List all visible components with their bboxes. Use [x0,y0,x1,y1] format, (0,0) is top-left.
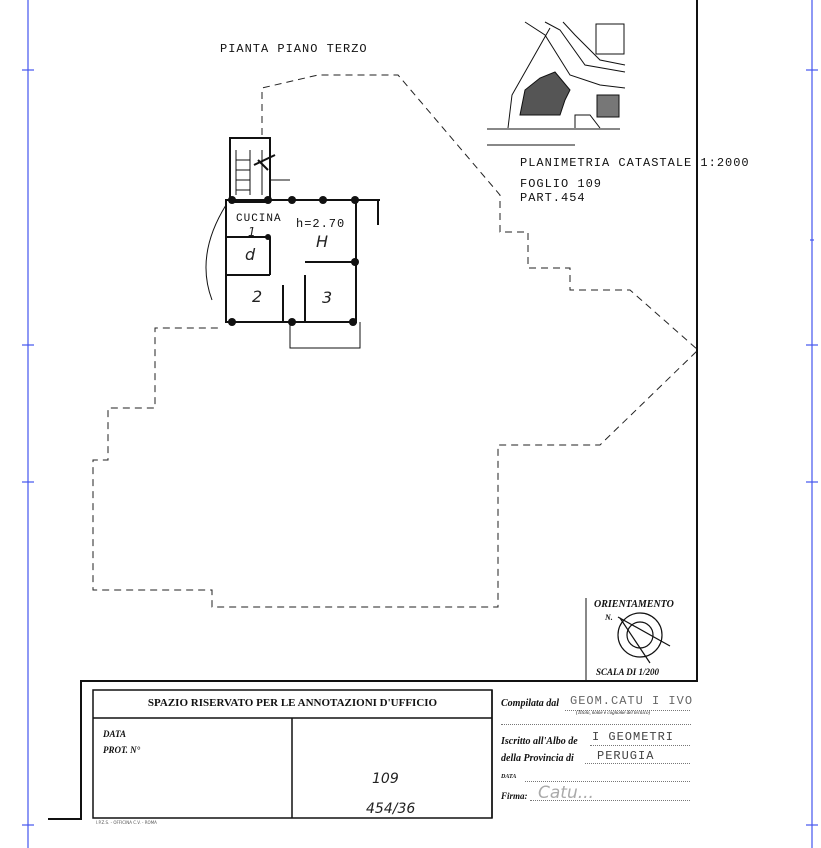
albo-label: Iscritto all'Albo de [501,736,578,747]
office-annotation-box [92,689,493,819]
room-number-3: 3 [322,288,333,307]
cadastral-location-map [487,21,626,146]
apartment-plan [205,137,380,349]
north-label: N. [605,613,613,622]
signature: Catu... [538,783,594,803]
scan-margin-lines [22,0,818,848]
compilata-value: GEOM.CATU I IVO [570,694,694,708]
albo-value: I GEOMETRI [592,730,675,744]
handwritten-particella: 454/36 [366,801,416,817]
compilata-hint: (Titolo, nome e cognome del tecnico) [576,711,651,716]
room-height: h=2.70 [296,217,346,231]
printer-imprint: I.P.Z.S. - OFFICINA C.V. - ROMA [96,820,157,825]
office-prot-label: PROT. N° [103,745,141,755]
sheet-frame [48,0,698,820]
map-foglio: FOGLIO 109 [520,177,603,191]
orientation-label: ORIENTAMENTO [594,599,674,610]
room-label-d: d [245,245,256,264]
plan-title: PIANTA PIANO TERZO [220,42,368,56]
room-label-h: H [316,232,329,251]
handwritten-foglio: 109 [372,771,399,787]
map-title: PLANIMETRIA CATASTALE 1:2000 [520,156,750,170]
room-number-1: 1 [248,225,256,239]
building-outline-dashed [92,74,699,608]
map-particella: PART.454 [520,191,586,205]
compiler-data-label: DATA [501,774,517,780]
office-box-header: SPAZIO RISERVATO PER LE ANNOTAZIONI D'UF… [147,697,438,709]
office-data-label: DATA [103,729,127,739]
north-compass-icon [617,612,671,664]
room-number-2: 2 [252,287,263,306]
room-label-kitchen: CUCINA [236,213,282,225]
scale-label: SCALA DI 1/200 [596,667,660,677]
firma-label: Firma: [501,791,528,801]
compilata-label: Compilata dal [501,698,560,709]
provincia-label: della Provincia di [501,753,574,764]
provincia-value: PERUGIA [597,749,655,763]
